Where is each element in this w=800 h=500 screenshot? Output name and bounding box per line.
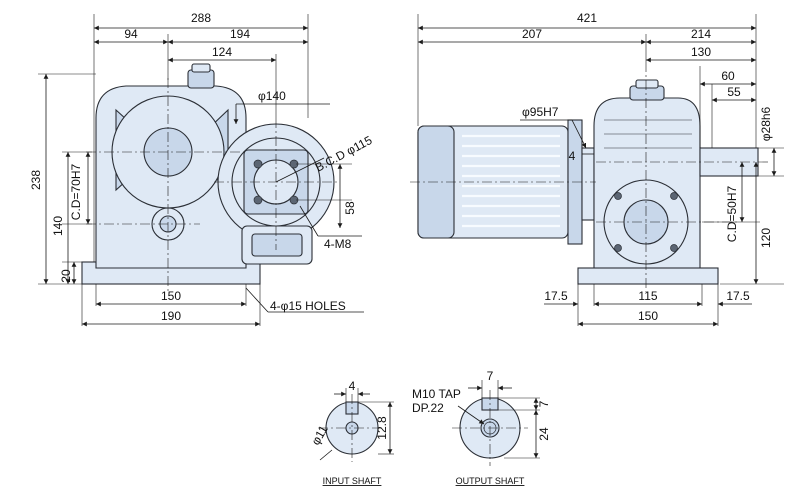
label-front-holes: 4-φ15 HOLES — [270, 299, 346, 313]
oil-plug-top — [191, 63, 211, 73]
dim-front-124: 124 — [212, 45, 232, 59]
dim-front-phi140: φ140 — [258, 89, 286, 103]
dim-output-7-depth: 7 — [537, 400, 551, 407]
label-output-dp: DP.22 — [412, 401, 444, 415]
dim-front-58: 58 — [343, 201, 357, 215]
side-view: 421 207 214 130 60 55 φ28h6 φ95H7 4 C.D=… — [410, 11, 784, 327]
dim-input-12-8: 12.8 — [375, 416, 389, 440]
dim-side-17-5-right: 17.5 — [726, 289, 750, 303]
dim-side-207: 207 — [522, 27, 542, 41]
label-output-tap: M10 TAP — [412, 387, 461, 401]
dim-front-150: 150 — [161, 289, 181, 303]
dim-side-214: 214 — [691, 27, 711, 41]
dim-front-20: 20 — [59, 269, 73, 283]
label-front-4m8: 4-M8 — [324, 237, 352, 251]
side-spigot — [581, 147, 595, 221]
dim-front-94: 94 — [124, 27, 138, 41]
input-shaft-section: 4 12.8 φ11 INPUT SHAFT — [308, 379, 394, 486]
dim-side-120: 120 — [759, 228, 773, 248]
front-view: 288 94 194 124 φ140 B.C.D φ115 58 4-M8 2… — [29, 11, 375, 327]
flange-bolt-3 — [253, 195, 263, 205]
dim-side-115: 115 — [638, 289, 657, 303]
dim-side-phi95: φ95H7 — [522, 105, 559, 119]
dim-front-cd70: C.D=70H7 — [69, 164, 83, 221]
dim-side-60: 60 — [721, 69, 735, 83]
flange-bolt-1 — [253, 159, 263, 169]
dim-side-55: 55 — [727, 85, 741, 99]
dim-front-238: 238 — [29, 170, 43, 190]
dim-side-130: 130 — [691, 45, 711, 59]
dim-side-4: 4 — [569, 149, 576, 163]
dim-front-288: 288 — [191, 11, 211, 25]
side-bolt-4 — [670, 244, 678, 252]
dim-output-7-width: 7 — [487, 369, 494, 383]
oil-plug-cap — [187, 69, 215, 89]
dim-side-17-5-left: 17.5 — [544, 289, 568, 303]
dim-side-cd50: C.D=50H7 — [725, 186, 739, 243]
dim-input-4: 4 — [349, 379, 356, 393]
dim-side-421: 421 — [577, 11, 597, 25]
output-shaft-caption: OUTPUT SHAFT — [456, 476, 525, 486]
dim-front-194: 194 — [230, 27, 250, 41]
dim-front-190: 190 — [161, 309, 181, 323]
dim-side-150: 150 — [638, 309, 658, 323]
side-base-plate — [577, 267, 719, 285]
dim-output-24: 24 — [537, 427, 551, 441]
terminal-box-lid — [251, 233, 303, 257]
input-shaft-caption: INPUT SHAFT — [323, 476, 382, 486]
output-shaft-section: 7 M10 TAP DP.22 7 24 OUTPUT SHAFT — [412, 369, 551, 486]
dim-side-phi28: φ28h6 — [759, 106, 773, 141]
dim-front-140: 140 — [51, 216, 65, 236]
side-bolt-3 — [614, 244, 622, 252]
side-bolt-2 — [670, 192, 678, 200]
side-bolt-1 — [614, 192, 622, 200]
motor-fins — [462, 134, 560, 228]
side-cap-top — [635, 79, 659, 89]
